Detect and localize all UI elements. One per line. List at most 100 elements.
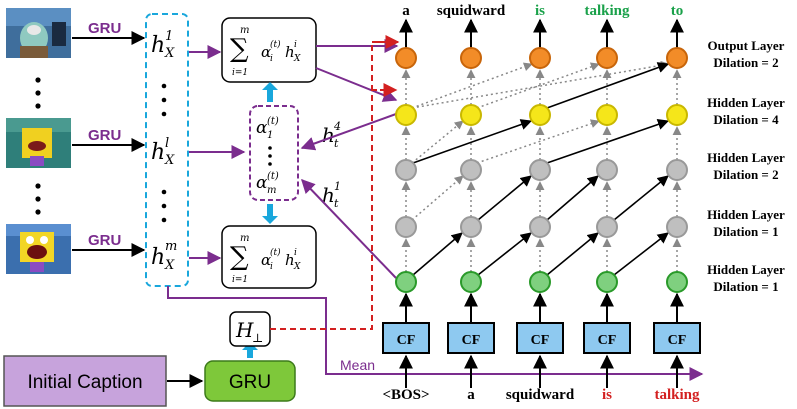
decoder-node bbox=[596, 159, 618, 181]
frame-ellipsis-2 bbox=[35, 183, 41, 215]
cf-box: CF bbox=[583, 322, 631, 354]
decoder-node bbox=[666, 47, 688, 69]
mean-path bbox=[167, 286, 380, 375]
cf-box: CF bbox=[382, 322, 430, 354]
dilated-link-dotted bbox=[411, 62, 533, 109]
mean-label: Mean bbox=[340, 357, 375, 373]
gru-label-1: GRU bbox=[88, 20, 121, 37]
input-word: a bbox=[467, 387, 475, 403]
gru-arrows: GRU GRU GRU bbox=[72, 20, 146, 257]
output-word: squidward bbox=[437, 3, 506, 19]
svg-text:X: X bbox=[164, 153, 175, 168]
decoder-node bbox=[666, 216, 688, 238]
output-word: talking bbox=[584, 3, 630, 19]
svg-text:(t): (t) bbox=[270, 39, 281, 50]
layer-dilation: Dilation = 1 bbox=[713, 224, 778, 239]
svg-text:α: α bbox=[256, 173, 268, 193]
svg-text:h: h bbox=[151, 245, 165, 270]
svg-text:h: h bbox=[322, 123, 335, 147]
svg-text:i: i bbox=[270, 262, 273, 272]
initial-caption-box bbox=[3, 355, 167, 407]
input-word: talking bbox=[654, 387, 700, 403]
layer-dilation: Dilation = 4 bbox=[713, 112, 779, 127]
hidden-state-h1: h 1 X bbox=[151, 29, 175, 61]
svg-text:α: α bbox=[261, 43, 271, 61]
layer-title: Hidden Layer bbox=[707, 150, 785, 165]
svg-text:h: h bbox=[151, 140, 165, 165]
svg-text:i: i bbox=[294, 40, 297, 50]
svg-text:t: t bbox=[334, 197, 339, 210]
dilated-link-dotted bbox=[411, 175, 464, 221]
layer-title: Hidden Layer bbox=[707, 207, 785, 222]
layer-title: Hidden Layer bbox=[707, 95, 785, 110]
hidden-state-hl: h l X bbox=[151, 136, 175, 168]
svg-text:(t): (t) bbox=[267, 171, 279, 182]
cf-label: CF bbox=[668, 333, 687, 348]
ellipsis-states-1 bbox=[161, 83, 167, 117]
svg-text:X: X bbox=[293, 262, 301, 272]
svg-text:i=1: i=1 bbox=[232, 68, 248, 78]
decoder-node bbox=[460, 47, 482, 69]
dilated-link-solid bbox=[477, 232, 532, 276]
dilated-link-solid bbox=[546, 62, 670, 109]
decoder-node bbox=[666, 104, 688, 126]
svg-text:m: m bbox=[165, 239, 177, 254]
decoder-node bbox=[666, 271, 688, 293]
cf-box: CF bbox=[447, 322, 495, 354]
svg-text:4: 4 bbox=[333, 120, 341, 133]
decoder-node bbox=[596, 216, 618, 238]
cf-label: CF bbox=[598, 333, 617, 348]
svg-text:h: h bbox=[285, 43, 295, 61]
ht1-label: h 1 t bbox=[322, 180, 341, 210]
input-word: squidward bbox=[506, 387, 575, 403]
decoder-node bbox=[460, 216, 482, 238]
frame-3-thumbnail bbox=[6, 224, 71, 274]
cf-label: CF bbox=[462, 333, 481, 348]
dilated-link-dotted bbox=[411, 120, 464, 164]
initial-caption-label: Initial Caption bbox=[27, 372, 142, 393]
svg-text:⊥: ⊥ bbox=[252, 331, 263, 345]
dilated-link-solid bbox=[412, 232, 463, 276]
svg-text:X: X bbox=[164, 258, 175, 273]
dilated-link-solid bbox=[613, 232, 669, 276]
svg-text:h: h bbox=[285, 251, 295, 269]
decoder-node bbox=[395, 104, 417, 126]
svg-text:m: m bbox=[240, 233, 249, 244]
cf-label: CF bbox=[531, 333, 550, 348]
svg-text:1: 1 bbox=[334, 180, 341, 193]
svg-text:h: h bbox=[322, 183, 335, 207]
svg-text:α: α bbox=[256, 118, 268, 138]
svg-text:t: t bbox=[334, 137, 339, 150]
layer-title: Hidden Layer bbox=[707, 262, 785, 277]
ellipsis-states-2 bbox=[161, 189, 167, 223]
svg-text:m: m bbox=[267, 185, 276, 196]
attention-sum-bottom: m ∑ i=1 α (t) i h i X bbox=[221, 225, 317, 289]
h-perp-box: H ⊥ bbox=[229, 311, 271, 347]
svg-text:X: X bbox=[164, 46, 175, 61]
dilated-decoder: CF CF CF CF CF bbox=[382, 18, 701, 388]
layer-dilation: Dilation = 1 bbox=[713, 279, 778, 294]
decoder-node bbox=[395, 271, 417, 293]
output-word: is bbox=[535, 3, 545, 19]
decoder-node bbox=[596, 104, 618, 126]
decoder-node bbox=[529, 159, 551, 181]
dilated-link-solid bbox=[546, 232, 599, 276]
dilated-link-solid bbox=[477, 175, 532, 221]
dilated-link-solid bbox=[412, 119, 533, 164]
dilated-link-dotted bbox=[411, 60, 670, 109]
layer-dilation: Dilation = 2 bbox=[713, 167, 778, 182]
decoder-node bbox=[395, 216, 417, 238]
decoder-node bbox=[395, 159, 417, 181]
layer-dilation: Dilation = 2 bbox=[713, 55, 778, 70]
input-word: <BOS> bbox=[382, 387, 429, 403]
decoder-node bbox=[460, 104, 482, 126]
output-word: to bbox=[671, 3, 684, 19]
dilated-link-solid bbox=[546, 119, 670, 164]
cf-label: CF bbox=[397, 333, 416, 348]
gru-box-label: GRU bbox=[229, 372, 271, 393]
decoder-node bbox=[596, 271, 618, 293]
dilated-link-solid bbox=[546, 175, 599, 221]
gru-box bbox=[204, 360, 296, 402]
